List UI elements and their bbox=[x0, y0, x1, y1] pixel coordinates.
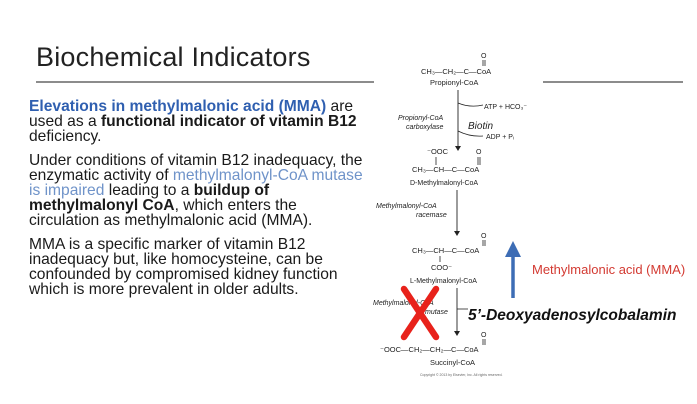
title-underline-right bbox=[543, 81, 683, 83]
oxygen-label: O bbox=[481, 332, 487, 339]
body-text: Elevations in methylmalonic acid (MMA) a… bbox=[29, 99, 364, 306]
succinyl-coa-formula: ⁻OOC—CH₂—CH₂—C—CoA bbox=[380, 345, 479, 354]
paragraph-b12-inadequacy: Under conditions of vitamin B12 inadequa… bbox=[29, 152, 364, 229]
l-mmcoa-coo-label: COO⁻ bbox=[431, 263, 452, 272]
oxygen-label: O bbox=[481, 53, 487, 60]
carboxylase-label-line1: Propionyl-CoA bbox=[398, 115, 443, 122]
text-segment: Under conditions of vitamin B12 inadequa… bbox=[29, 152, 363, 184]
adp-pi-label: ADP + Pᵢ bbox=[486, 134, 514, 141]
d-mmcoa-name: D-Methylmalonyl-CoA bbox=[410, 180, 478, 187]
l-mmcoa-formula: CH₃—CH—C—CoA bbox=[412, 246, 479, 255]
mutase-label-line1: Methylmalonyl-CoA bbox=[373, 300, 434, 307]
up-arrow-icon bbox=[505, 241, 521, 298]
paragraph-mma-marker: MMA is a specific marker of vitamin B12 … bbox=[29, 236, 338, 298]
succinyl-coa-name: Succinyl-CoA bbox=[430, 358, 475, 367]
propionyl-coa-name: Propionyl-CoA bbox=[430, 78, 478, 87]
mutase-label-line2: mutase bbox=[425, 309, 448, 316]
cobalamin-annotation: 5’-Deoxyadenosylcobalamin bbox=[468, 307, 677, 324]
d-mmcoa-formula: CH₃—CH—C—CoA bbox=[412, 165, 479, 174]
text-segment: are used as a bbox=[29, 98, 354, 130]
propionyl-coa-formula: CH₃—CH₂—C—CoA bbox=[421, 67, 491, 76]
functional-indicator-bold: functional indicator of vitamin B12 bbox=[100, 113, 357, 130]
atp-hco3-label: ATP + HCO₃⁻ bbox=[484, 104, 527, 111]
text-segment: leading to a bbox=[104, 182, 194, 199]
oxygen-label: O bbox=[481, 233, 487, 240]
buildup-bold: buildup of methylmalonyl CoA bbox=[29, 182, 270, 214]
racemase-label-line1: Methylmalonyl-CoA bbox=[376, 203, 437, 210]
slide-title: Biochemical Indicators bbox=[36, 42, 311, 72]
racemase-label-line2: racemase bbox=[416, 212, 447, 219]
title-underline-left bbox=[36, 81, 374, 83]
l-mmcoa-name: L-Methylmalonyl-CoA bbox=[410, 278, 477, 285]
mma-highlight: Elevations in methylmalonic acid (MMA) bbox=[29, 98, 327, 115]
mma-annotation: Methylmalonic acid (MMA) bbox=[532, 262, 686, 277]
text-segment: , which enters the circulation as methyl… bbox=[29, 197, 313, 229]
copyright-text: Copyright © 2013 by Elsevier, Inc. All r… bbox=[420, 373, 503, 377]
text-segment: deficiency. bbox=[29, 128, 102, 145]
biotin-label: Biotin bbox=[468, 121, 493, 132]
paragraph-mma-indicator: Elevations in methylmalonic acid (MMA) a… bbox=[29, 98, 364, 145]
mutase-impaired-text: methylmalonyl-CoA mutase is impaired bbox=[29, 167, 363, 199]
carboxylase-label-line2: carboxylase bbox=[406, 124, 443, 131]
d-mmcoa-coo-label: ⁻OOC bbox=[427, 147, 449, 156]
blocked-x-icon bbox=[400, 285, 440, 341]
oxygen-label: O bbox=[476, 149, 482, 156]
